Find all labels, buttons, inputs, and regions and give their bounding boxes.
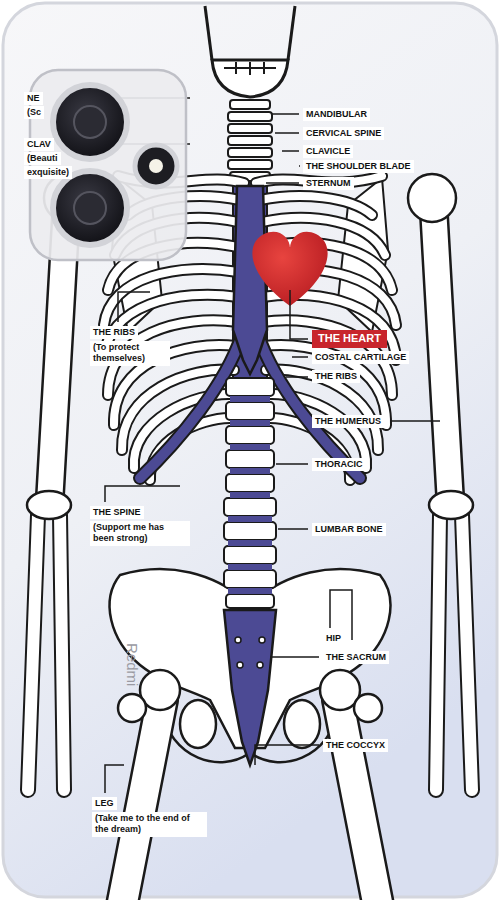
part-label: CLAVICLE <box>303 145 353 158</box>
part-note: exquisite) <box>24 166 72 179</box>
part-label: NE <box>24 92 43 105</box>
part-label: THE SACRUM <box>323 651 389 664</box>
part-label: STERNUM <box>303 177 354 190</box>
left-skeleton <box>27 174 248 900</box>
sternum <box>233 186 267 374</box>
camera-lens <box>135 145 177 187</box>
part-label: CERVICAL SPINE <box>303 127 384 140</box>
part-label: THE SPINE <box>90 506 144 519</box>
part-label: THE HUMERUS <box>312 415 384 428</box>
part-label: THE COCCYX <box>323 739 388 752</box>
camera-lens <box>53 85 127 159</box>
flash <box>149 159 163 173</box>
part-label: LUMBAR BONE <box>312 523 386 536</box>
lens-glass <box>74 106 106 138</box>
part-label: THE RIBS <box>90 326 138 339</box>
mandible <box>212 60 288 97</box>
part-note: (Support me has been strong) <box>90 521 190 546</box>
part-note: (Sc <box>24 106 44 119</box>
phone-case <box>3 3 497 897</box>
part-label: HIP <box>323 632 344 645</box>
part-label: LEG <box>92 797 117 810</box>
skull-line <box>288 6 295 60</box>
highlight-label: THE HEART <box>312 330 387 348</box>
part-note: (Take me to the end of the dream) <box>92 812 207 837</box>
skull-line <box>205 6 212 60</box>
part-label: COSTAL CARTILAGE <box>312 351 409 364</box>
brand-watermark: Redmi <box>121 640 142 689</box>
part-label: CLAV <box>24 138 54 151</box>
camera-lens <box>53 171 127 245</box>
cervical-spine <box>228 100 272 181</box>
vertebrae <box>224 378 276 608</box>
part-label: THE RIBS <box>312 370 360 383</box>
part-note: (Beauti <box>24 152 61 165</box>
sacral-holes <box>235 637 265 668</box>
part-note: (To protect themselves) <box>90 341 170 366</box>
right-skeleton <box>252 174 473 900</box>
part-label: THE SHOULDER BLADE <box>303 160 414 173</box>
lens-glass <box>74 192 106 224</box>
teeth <box>224 62 276 75</box>
part-label: MANDIBULAR <box>303 108 370 121</box>
part-label: THORACIC <box>312 458 366 471</box>
sacrum <box>224 610 276 765</box>
